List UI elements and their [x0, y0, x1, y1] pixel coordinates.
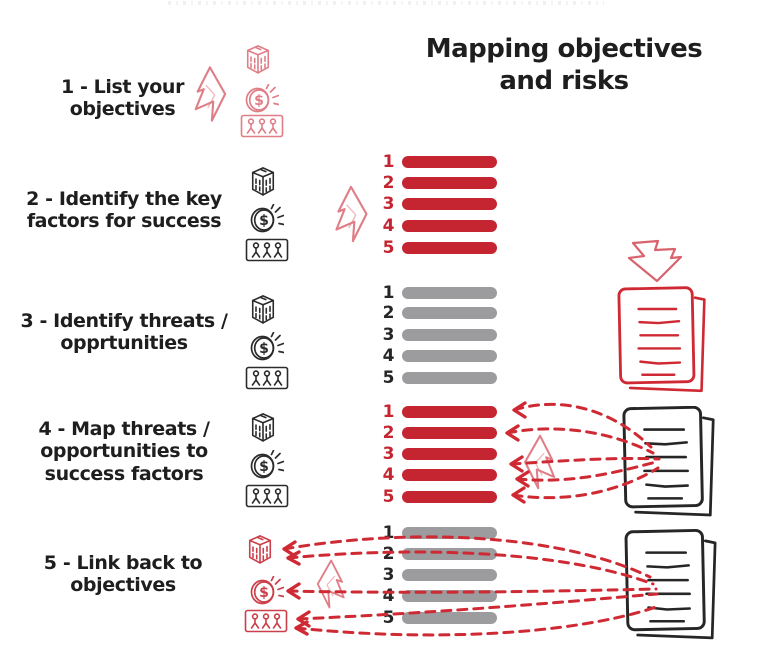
factor-bar: [402, 569, 497, 581]
bar-number: 4: [382, 585, 395, 606]
factor-bar: [402, 548, 497, 560]
people-icon: [245, 238, 289, 262]
lightning-arrow-icon: [330, 184, 370, 244]
factor-bar-row: 2: [376, 302, 508, 323]
arrowhead: [296, 610, 311, 628]
dollar-coin-icon: [243, 84, 279, 114]
factor-bar: [402, 350, 497, 362]
factor-bar: [402, 612, 497, 624]
bar-number: 1: [382, 151, 395, 172]
factor-bar-row: 3: [376, 443, 508, 464]
people-icon: [244, 609, 288, 633]
step-1-label: 1 - List your objectives: [60, 76, 185, 121]
document-icon: [623, 528, 721, 642]
bar-number: 3: [382, 324, 395, 345]
dollar-coin-icon: [248, 204, 284, 234]
factor-bar: [402, 220, 497, 232]
factor-bar-row: 3: [376, 193, 508, 214]
bar-number: 2: [382, 543, 395, 564]
dollar-coin-icon: [248, 576, 284, 606]
bar-number: 2: [382, 302, 395, 323]
factor-bar-row: 4: [376, 345, 508, 366]
factor-bar-row: 1: [376, 151, 508, 172]
bar-number: 5: [382, 367, 395, 388]
factor-bar: [402, 307, 497, 319]
factor-bar-row: 5: [376, 607, 508, 628]
cropped-text-artifact: [168, 1, 604, 5]
bar-number: 1: [382, 401, 395, 422]
bar-number: 4: [382, 345, 395, 366]
building-icon: [249, 164, 277, 196]
bar-number: 1: [382, 282, 395, 303]
factor-bar: [402, 156, 497, 168]
factor-bar-row: 5: [376, 486, 508, 507]
people-icon: [245, 366, 289, 390]
step-4-label: 4 - Map threats / opportunities to succe…: [38, 418, 210, 485]
factor-bar-row: 1: [376, 401, 508, 422]
step-2-label: 2 - Identify the key factors for success: [26, 188, 222, 233]
factor-bar-row: 5: [376, 367, 508, 388]
bar-number: 4: [382, 464, 395, 485]
factor-bar: [402, 242, 497, 254]
factor-bar-row: 5: [376, 237, 508, 258]
factor-bar-row: 1: [376, 282, 508, 303]
dollar-coin-icon: [248, 450, 284, 480]
people-icon: [245, 484, 289, 508]
bar-number: 1: [382, 522, 395, 543]
factor-bar-row: 4: [376, 585, 508, 606]
factor-bar: [402, 527, 497, 539]
arrowhead: [286, 582, 301, 600]
factor-bar-row: 2: [376, 172, 508, 193]
dollar-coin-icon: [248, 332, 284, 362]
bar-number: 3: [382, 564, 395, 585]
lightning-arrow-icon: [313, 558, 351, 610]
arrowhead: [512, 401, 527, 419]
down-arrow-icon: [620, 236, 686, 286]
bar-number: 5: [382, 607, 395, 628]
factor-bar: [402, 372, 497, 384]
factor-bar-row: 2: [376, 422, 508, 443]
factor-bar-row: 3: [376, 324, 508, 345]
step-3-label: 3 - Identify threats / opprtunities: [20, 310, 228, 355]
factor-bar: [402, 469, 497, 481]
factor-bar-row: 4: [376, 464, 508, 485]
diagram-title: Mapping objectives and risks: [425, 34, 703, 96]
factor-bar: [402, 590, 497, 602]
arrowhead: [505, 424, 520, 442]
bar-number: 4: [382, 215, 395, 236]
factor-bar: [402, 448, 497, 460]
document-icon: [616, 284, 710, 396]
people-icon: [240, 114, 284, 138]
arrowhead: [286, 550, 301, 566]
factor-bar: [402, 329, 497, 341]
step-5-label: 5 - Link back to objectives: [43, 552, 203, 597]
building-icon: [244, 42, 272, 74]
factor-bar: [402, 177, 497, 189]
factor-bar: [402, 491, 497, 503]
document-icon: [620, 406, 720, 518]
bar-number: 2: [382, 422, 395, 443]
factor-bar: [402, 427, 497, 439]
building-icon: [246, 532, 274, 564]
bar-number: 5: [382, 237, 395, 258]
factor-bar-row: 1: [376, 522, 508, 543]
bar-number: 3: [382, 193, 395, 214]
arrowhead: [294, 620, 309, 636]
building-icon: [249, 410, 277, 442]
bar-number: 5: [382, 486, 395, 507]
factor-bar-row: 2: [376, 543, 508, 564]
arrowhead: [282, 540, 297, 558]
factor-bar-row: 3: [376, 564, 508, 585]
factor-bar: [402, 198, 497, 210]
bar-number: 2: [382, 172, 395, 193]
factor-bar: [402, 287, 497, 299]
building-icon: [249, 292, 277, 324]
factor-bar: [402, 406, 497, 418]
bar-number: 3: [382, 443, 395, 464]
lightning-arrow-icon: [190, 64, 228, 124]
factor-bar-row: 4: [376, 215, 508, 236]
lightning-arrow-icon: [521, 433, 561, 491]
